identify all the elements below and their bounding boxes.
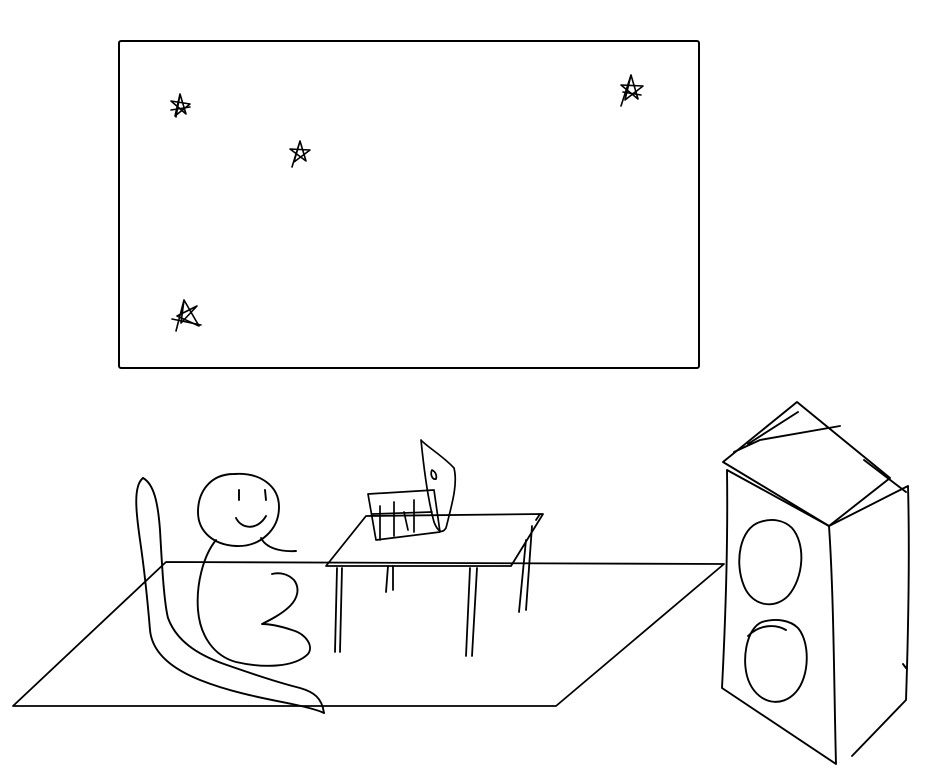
person (196, 472, 311, 667)
speaker-front (721, 469, 837, 765)
speaker-woofer-bottom (744, 619, 808, 703)
person-body (196, 539, 311, 667)
rug (12, 561, 725, 707)
star-top-right (620, 74, 644, 107)
person-arm (260, 537, 297, 553)
table (325, 513, 544, 657)
speaker-woofer-top (738, 519, 803, 606)
laptop (367, 439, 457, 541)
wall-frame (118, 40, 700, 369)
person-eye-right (264, 489, 267, 501)
table-leg-back-left (385, 565, 394, 593)
person-head (197, 472, 280, 547)
chair (135, 477, 325, 714)
table-leg-front-left (334, 567, 343, 653)
person-mouth (235, 515, 267, 528)
table-top (325, 513, 544, 567)
speaker-top (722, 401, 891, 527)
table-leg-front-right (465, 567, 478, 657)
speaker (721, 401, 910, 765)
speaker-side (828, 485, 910, 757)
star-top-left (170, 93, 191, 118)
star-bottom-left (171, 299, 202, 332)
laptop-screen (420, 439, 457, 533)
laptop-base (367, 489, 441, 541)
table-leg-back-right (518, 525, 533, 613)
star-middle (289, 140, 311, 168)
laptop-logo (430, 469, 438, 480)
